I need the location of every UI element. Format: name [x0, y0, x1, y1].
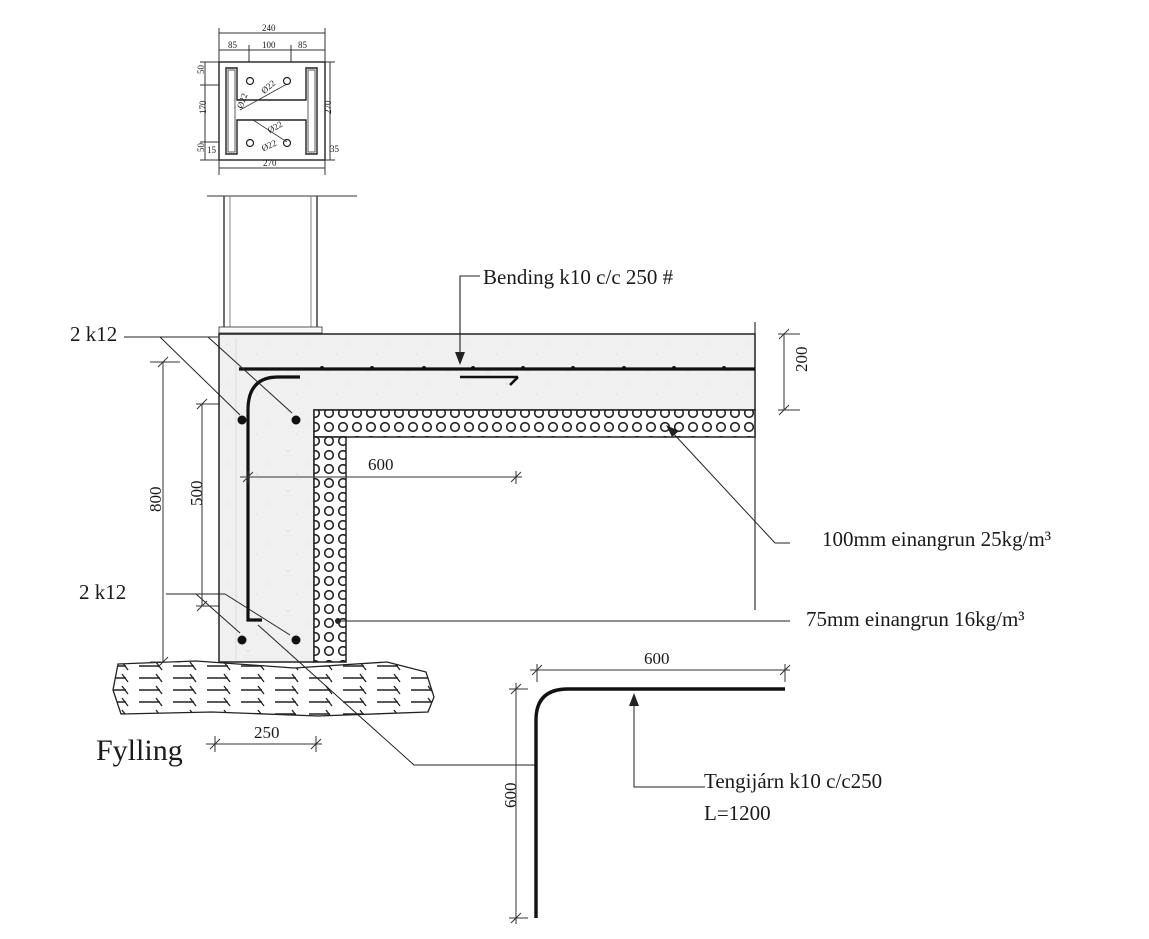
dim-wall-height: 500 [187, 481, 206, 507]
bar-label-2: Ø22 [259, 78, 277, 96]
label-insulation-wall: 75mm einangrun 16kg/m³ [806, 607, 1025, 631]
concrete-structure [218, 322, 756, 663]
dim-slab-thickness: 200 [792, 347, 811, 373]
steel-column [207, 195, 357, 334]
dim-left-top: 50 [196, 65, 206, 75]
dim-anchor-length: 600 [368, 455, 394, 474]
dim-bottom: 270 [263, 158, 277, 168]
dim-left-small: 15 [207, 145, 217, 155]
dim-footing-width: 250 [254, 723, 280, 742]
label-bottom-bars: 2 k12 [79, 580, 126, 604]
dimensions: 200 800 500 600 250 [146, 328, 811, 752]
dim-left-mid: 170 [198, 100, 208, 114]
annotations: Bending k10 c/c 250 # 2 k12 2 k12 100mm … [70, 265, 1051, 767]
label-fill: Fylling [96, 734, 183, 767]
dim-left-bottom: 50 [196, 143, 206, 153]
bar-label-3: Ø22 [266, 119, 284, 135]
label-tie-bar-length: L=1200 [704, 801, 771, 825]
label-top-bars: 2 k12 [70, 322, 117, 346]
fill-ground [112, 660, 435, 717]
reinforcement [237, 366, 755, 645]
dim-footing-height: 800 [146, 487, 165, 513]
dim-top-right: 85 [298, 40, 308, 50]
dim-right: 270 [323, 100, 333, 114]
bar-label-4: Ø22 [260, 138, 278, 154]
dim-right-small: 35 [330, 144, 340, 154]
label-insulation-slab: 100mm einangrun 25kg/m³ [822, 527, 1051, 551]
dim-top-left: 85 [228, 40, 238, 50]
insulation-wall [313, 436, 347, 663]
label-slab-reinforcement: Bending k10 c/c 250 # [483, 265, 674, 289]
bar-label-1: Ø22 [235, 92, 250, 110]
dim-tie-vertical: 600 [501, 783, 520, 809]
tie-bar-detail: Tengijárn k10 c/c250 L=1200 600 600 [501, 649, 882, 924]
dim-tie-horizontal: 600 [644, 649, 670, 668]
column-section: 240 85 100 85 Ø22 Ø22 Ø22 Ø22 50 170 50 … [196, 23, 340, 175]
insulation-slab [313, 409, 756, 438]
dim-top-mid: 100 [262, 40, 276, 50]
label-tie-bar: Tengijárn k10 c/c250 [704, 769, 882, 793]
dim-top-total: 240 [262, 23, 276, 33]
